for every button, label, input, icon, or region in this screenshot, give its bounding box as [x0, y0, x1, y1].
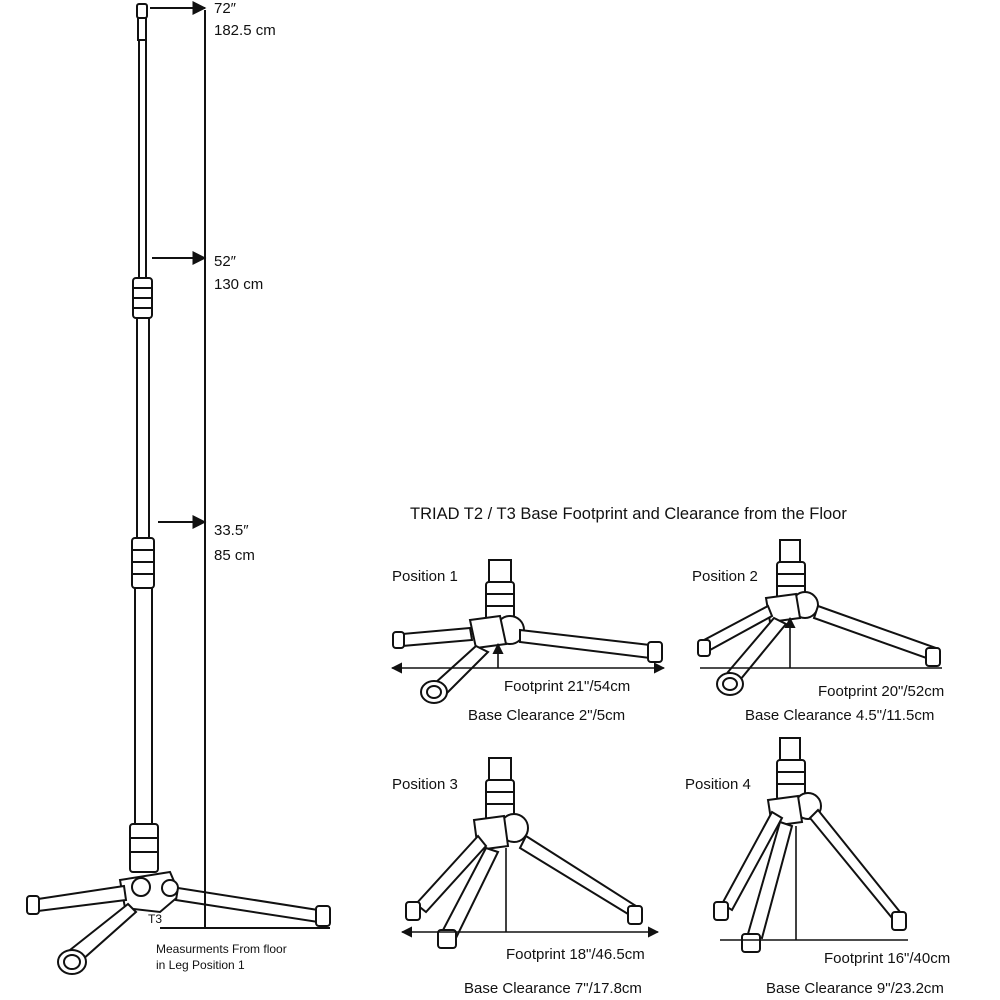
panel-title: TRIAD T2 / T3 Base Footprint and Clearan…	[410, 505, 847, 523]
height-72-imperial: 72″	[214, 0, 236, 17]
position-3-measure	[400, 848, 660, 938]
height-72-metric: 182.5 cm	[214, 22, 276, 39]
position-1-clearance: Base Clearance 2"/5cm	[468, 707, 626, 724]
position-4-label: Position 4	[685, 776, 751, 793]
position-2-footprint: Footprint 20"/52cm	[818, 683, 945, 700]
position-2-clearance: Base Clearance 4.5"/11.5cm	[745, 707, 935, 724]
height-33-imperial: 33.5″	[214, 522, 249, 539]
height-measure-lines	[150, 1, 330, 929]
position-1-footprint: Footprint 21"/54cm	[504, 678, 631, 695]
height-52-metric: 130 cm	[214, 276, 264, 293]
position-1-drawing	[392, 559, 663, 704]
position-1-label: Position 1	[392, 568, 458, 585]
position-3-footprint: Footprint 18"/46.5cm	[506, 946, 645, 963]
height-52-imperial: 52″	[214, 253, 236, 270]
tall-stand-drawing	[26, 3, 331, 975]
position-4-clearance: Base Clearance 9"/23.2cm	[766, 980, 944, 997]
measurement-note-line-1: Measurments From floor	[156, 942, 287, 956]
position-4-drawing	[713, 737, 907, 953]
position-3-clearance: Base Clearance 7"/17.8cm	[464, 980, 642, 997]
model-label: T3	[148, 912, 163, 926]
position-3-label: Position 3	[392, 776, 458, 793]
measurement-note-line-2: in Leg Position 1	[156, 958, 245, 972]
position-2-drawing	[697, 539, 941, 696]
position-2-label: Position 2	[692, 568, 758, 585]
position-4-measure	[720, 826, 908, 941]
position-1-measure	[390, 642, 666, 674]
position-4-footprint: Footprint 16"/40cm	[824, 950, 951, 967]
position-3-drawing	[405, 757, 643, 949]
position-2-measure	[700, 616, 942, 669]
height-33-metric: 85 cm	[214, 547, 255, 564]
